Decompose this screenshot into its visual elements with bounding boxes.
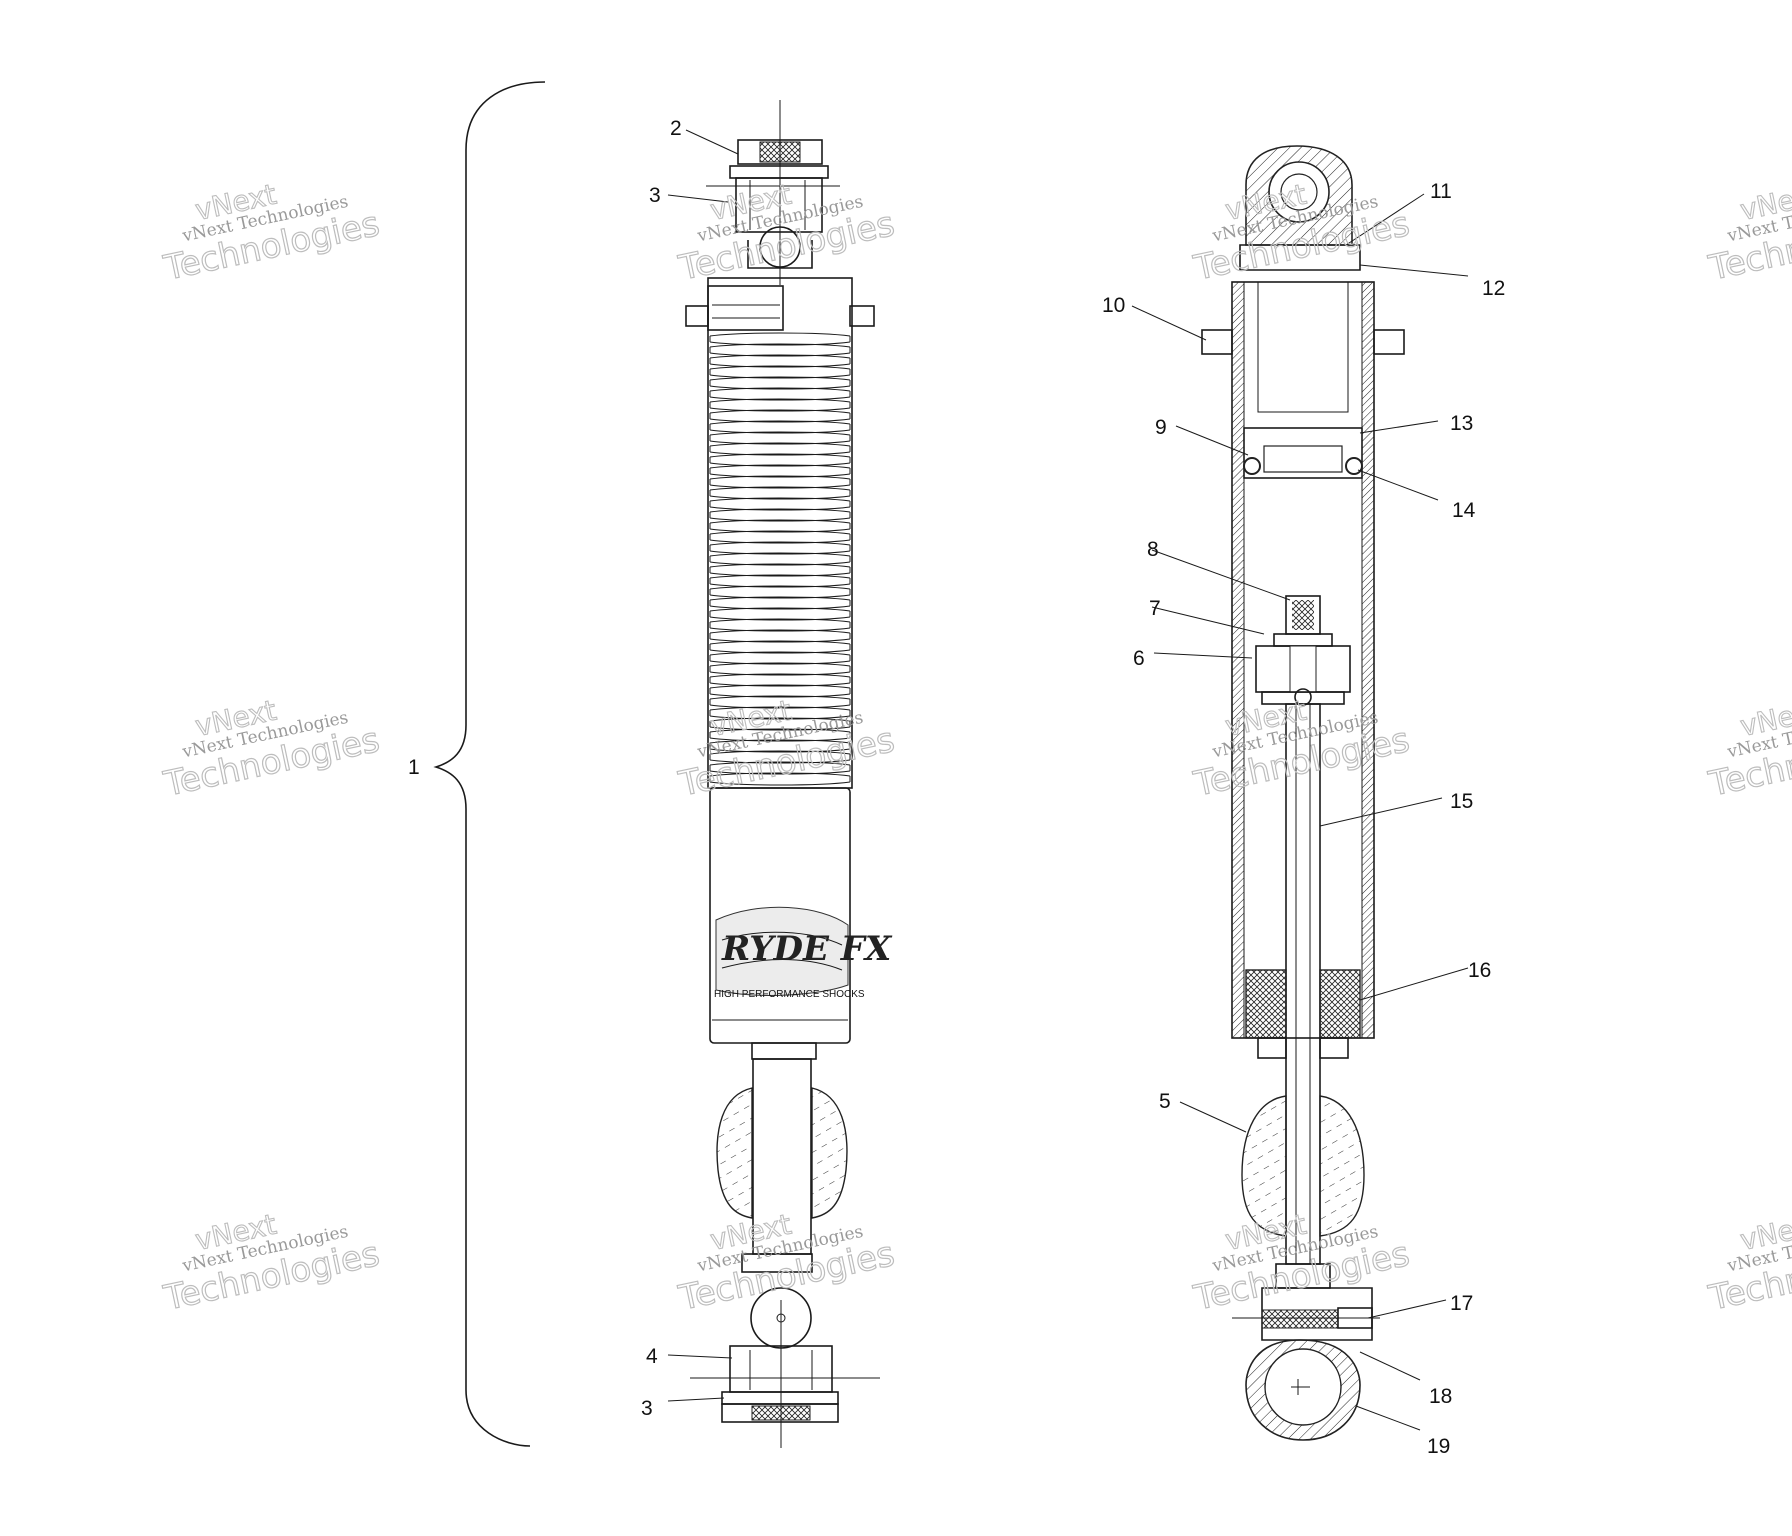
callout-15: 15 <box>1450 790 1473 813</box>
callout-3-top: 3 <box>649 184 661 207</box>
callout-9: 9 <box>1155 416 1167 439</box>
spring-coil <box>709 431 851 445</box>
spring-coil <box>709 343 851 357</box>
spring-coil <box>709 497 851 511</box>
spring-coil <box>709 508 851 522</box>
spring-coil <box>709 662 851 676</box>
spring-coil <box>709 376 851 390</box>
spring-coil <box>709 706 851 720</box>
shock-section-view <box>1201 145 1405 1441</box>
callout-labels: 1 2 3 3 4 5 6 7 8 9 10 11 12 13 14 15 16… <box>408 117 1505 1458</box>
spring-coil <box>709 695 851 709</box>
spring-coil <box>709 750 851 764</box>
spring-coil <box>709 354 851 368</box>
spring-coil <box>709 640 851 654</box>
spring-coil <box>709 618 851 632</box>
spring-coil <box>709 464 851 478</box>
leader-lines <box>667 129 1469 1431</box>
spring-coil <box>709 453 851 467</box>
spring-coil <box>709 684 851 698</box>
spring-coil <box>709 332 851 346</box>
spring-coil <box>709 519 851 533</box>
spring-coil <box>709 596 851 610</box>
spring-coil <box>709 772 851 786</box>
spring-coil <box>709 739 851 753</box>
callout-10: 10 <box>1102 294 1125 317</box>
spring-coil <box>709 409 851 423</box>
spring-coil <box>709 541 851 555</box>
shock-external-view: RYDE FX HIGH PERFORMANCE SHOCKS <box>685 100 893 1448</box>
spring-coil <box>709 387 851 401</box>
callout-5: 5 <box>1159 1090 1171 1113</box>
spring-coil <box>709 563 851 577</box>
callout-17: 17 <box>1450 1292 1473 1315</box>
callout-19: 19 <box>1427 1435 1450 1458</box>
assembly-brace <box>433 81 546 1447</box>
spring-coil <box>709 574 851 588</box>
callout-13: 13 <box>1450 412 1473 435</box>
callout-16: 16 <box>1468 959 1491 982</box>
spring-coil <box>709 398 851 412</box>
callout-7: 7 <box>1149 597 1161 620</box>
spring-coil <box>709 420 851 434</box>
spring-coil <box>709 552 851 566</box>
spring-coil <box>709 365 851 379</box>
spring-coil <box>709 486 851 500</box>
callout-2: 2 <box>670 117 682 140</box>
callout-4: 4 <box>646 1345 658 1368</box>
callout-14: 14 <box>1452 499 1476 522</box>
spring-coil <box>709 728 851 742</box>
spring-coil <box>709 475 851 489</box>
spring-coil <box>709 717 851 731</box>
spring-coil <box>709 607 851 621</box>
callout-12: 12 <box>1482 277 1505 300</box>
spring-coil <box>709 585 851 599</box>
spring-coil <box>709 651 851 665</box>
body-brand-label: RYDE FX <box>721 929 893 969</box>
callout-1: 1 <box>408 756 420 779</box>
body-tagline-label: HIGH PERFORMANCE SHOCKS <box>714 989 865 1000</box>
spring-coil <box>709 530 851 544</box>
callout-3-bottom: 3 <box>641 1397 653 1420</box>
callout-11: 11 <box>1430 180 1452 203</box>
spring-coil <box>709 629 851 643</box>
spring-coil <box>709 673 851 687</box>
spring-coil <box>709 442 851 456</box>
callout-18: 18 <box>1429 1385 1452 1408</box>
spring-coil <box>709 761 851 775</box>
callout-8: 8 <box>1147 538 1159 561</box>
callout-6: 6 <box>1133 647 1145 670</box>
